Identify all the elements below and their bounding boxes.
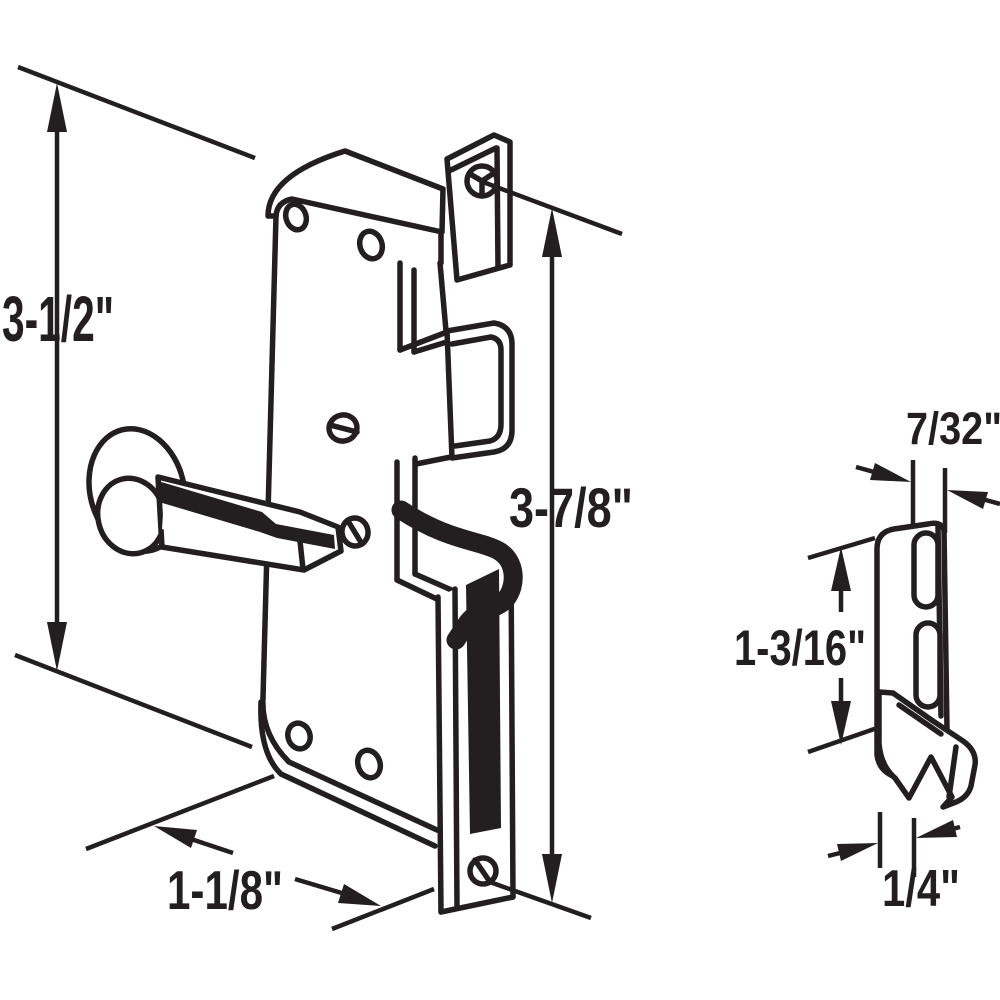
dimension-label-base-width: 1-1/8" bbox=[167, 859, 283, 921]
channel-ear-inner-line bbox=[449, 334, 504, 449]
keeper-foot-side-line bbox=[946, 744, 959, 800]
extension-line bbox=[807, 724, 881, 755]
plate-bottom-thickness-edge bbox=[258, 699, 438, 849]
plate-hole-bottom-left bbox=[285, 720, 313, 752]
channel-step-line-2 bbox=[411, 338, 453, 355]
thumb-knob-and-lever bbox=[86, 426, 344, 573]
keeper-slot-lower bbox=[913, 620, 943, 710]
plate-left-edge bbox=[260, 213, 279, 701]
lever-arm-top-band bbox=[158, 481, 335, 549]
keeper-slot-upper bbox=[911, 530, 941, 610]
top-tab-side-face-line bbox=[494, 145, 501, 271]
dimension-overall-height: 3-1/2" bbox=[2, 64, 256, 750]
top-tab-top-face-line bbox=[448, 145, 499, 173]
extension-line bbox=[486, 878, 592, 921]
channel-jog-line-1 bbox=[394, 577, 444, 604]
arrowhead-up bbox=[831, 547, 851, 591]
arrowhead-left bbox=[947, 490, 988, 509]
channel-ear-connector bbox=[413, 454, 454, 467]
lever-tip-face-line bbox=[297, 538, 306, 572]
strip-bottom-edge bbox=[438, 894, 516, 915]
arrowhead-up-left bbox=[154, 826, 197, 848]
dimension-base-width: 1-1/8" bbox=[85, 773, 435, 932]
arrowhead-down-right bbox=[338, 884, 381, 906]
arrow-shaft bbox=[187, 835, 234, 856]
extension-line bbox=[85, 773, 275, 852]
arrowhead-right bbox=[870, 463, 911, 482]
channel-step-line-1 bbox=[397, 329, 450, 353]
dimension-label-latch-plate-height: 3-7/8" bbox=[509, 476, 633, 539]
plate-top-face-band bbox=[265, 148, 446, 235]
latch-slot bbox=[466, 569, 501, 834]
mounting-plate-face bbox=[262, 199, 442, 830]
arrowhead-left bbox=[916, 820, 957, 838]
dimension-latch-plate-height: 3-7/8" bbox=[482, 179, 633, 921]
arrowhead-up bbox=[542, 208, 562, 257]
extension-line bbox=[482, 179, 623, 237]
arrow-shaft bbox=[294, 876, 346, 897]
extension-line bbox=[14, 652, 253, 750]
extension-line bbox=[331, 886, 435, 932]
arrowhead-down bbox=[542, 854, 562, 903]
dimension-keeper-height: 1-3/16" bbox=[734, 535, 881, 755]
lever-notch bbox=[162, 514, 179, 533]
dimension-keeper-thickness: 7/32" bbox=[855, 403, 1000, 533]
strip-left-edge bbox=[435, 594, 444, 915]
plate-hole-top-left bbox=[282, 201, 310, 233]
dimension-label-keeper-thickness: 7/32" bbox=[906, 403, 1000, 454]
arrowhead-down bbox=[831, 701, 851, 745]
dimension-keeper-hook-depth: 1/4" bbox=[827, 812, 961, 918]
dimension-label-overall-height: 3-1/2" bbox=[2, 283, 114, 355]
extension-line bbox=[807, 535, 876, 561]
arrowhead-right bbox=[837, 843, 878, 861]
channel-upper-right-line bbox=[437, 260, 449, 334]
keeper-foot-top-face-line bbox=[896, 702, 944, 737]
strip-screw-slot bbox=[472, 857, 493, 885]
channel-ear bbox=[444, 320, 515, 461]
top-tab-screw-slot bbox=[467, 170, 497, 199]
arrowhead-up bbox=[47, 83, 67, 132]
arrowhead-down bbox=[47, 622, 67, 671]
strip-right-edge bbox=[508, 559, 516, 900]
keeper-drawing bbox=[874, 520, 978, 810]
plate-hole-top-right bbox=[356, 228, 386, 262]
dimension-label-keeper-hook-depth: 1/4" bbox=[882, 860, 960, 918]
extension-line bbox=[17, 64, 256, 161]
dimension-label-keeper-height: 1-3/16" bbox=[734, 620, 866, 676]
plate-hole-bottom-right bbox=[354, 747, 384, 781]
plate-screw-upper-slot bbox=[327, 422, 360, 435]
channel-jog-line-2 bbox=[412, 571, 459, 595]
lock-body-drawing bbox=[86, 132, 523, 915]
plate-screw-lower-slot bbox=[345, 518, 365, 547]
